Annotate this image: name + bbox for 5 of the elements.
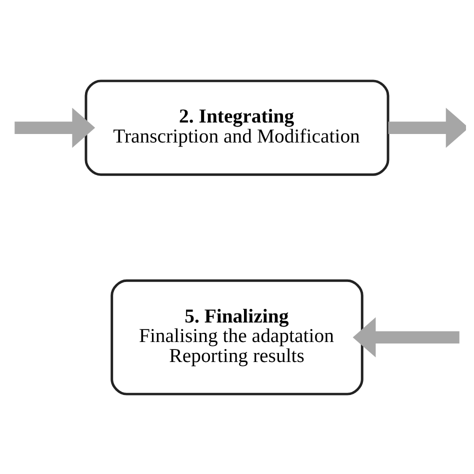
node-box: 2. Integrating Transcription and Modification <box>84 79 390 176</box>
node-box: 5. Finalizing Finalising the adaptation Reporting results <box>110 278 364 395</box>
arrow <box>14 107 96 148</box>
arrow <box>352 316 460 357</box>
arrow <box>388 107 466 148</box>
